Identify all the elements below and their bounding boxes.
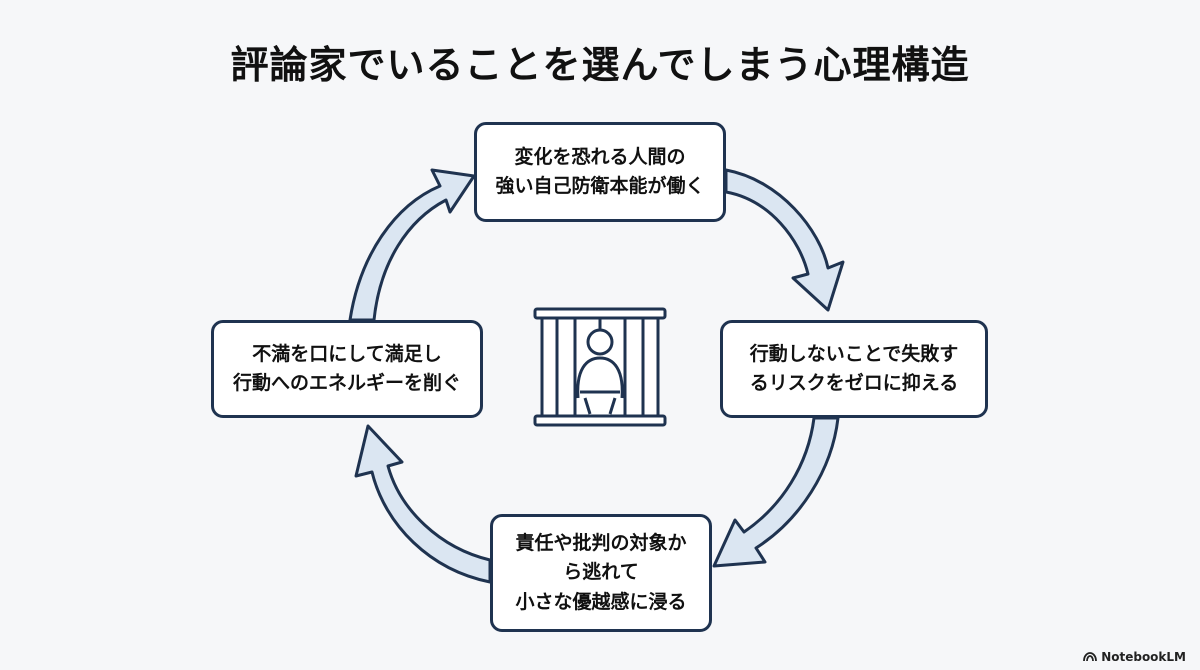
node-line: 行動へのエネルギーを削ぐ [232, 372, 461, 394]
node-line: 不満を口にして満足し [252, 342, 442, 365]
logo-text: NotebookLM [1101, 650, 1186, 664]
node-line: 変化を恐れる人間の [514, 145, 686, 168]
node-line: 小さな優越感に浸る [515, 590, 687, 613]
node-line: ら逃れて [563, 561, 639, 584]
notebooklm-logo: NotebookLM [1083, 650, 1186, 664]
arrow-right-to-bottom [712, 416, 840, 568]
person-in-cage-icon [533, 307, 667, 427]
cycle-node-complaining: 不満を口にして満足し 行動へのエネルギーを削ぐ [211, 320, 483, 418]
cycle-node-avoid-risk: 行動しないことで失敗す るリスクをゼロに抑える [720, 320, 988, 418]
arrow-top-to-right [724, 168, 845, 312]
node-line: 強い自己防衛本能が働く [495, 175, 705, 197]
node-line: るリスクをゼロに抑える [749, 372, 959, 394]
page-title: 評論家でいることを選んでしまう心理構造 [230, 43, 970, 87]
arrow-bottom-to-left [354, 424, 492, 584]
cycle-node-superiority: 責任や批判の対象か ら逃れて 小さな優越感に浸る [490, 514, 712, 632]
node-line: 行動しないことで失敗す [749, 342, 959, 365]
cycle-node-self-defense: 変化を恐れる人間の 強い自己防衛本能が働く [474, 122, 726, 222]
notebooklm-logo-icon [1083, 652, 1098, 662]
arrow-left-to-top [348, 168, 476, 322]
node-line: 責任や批判の対象か [515, 531, 687, 554]
